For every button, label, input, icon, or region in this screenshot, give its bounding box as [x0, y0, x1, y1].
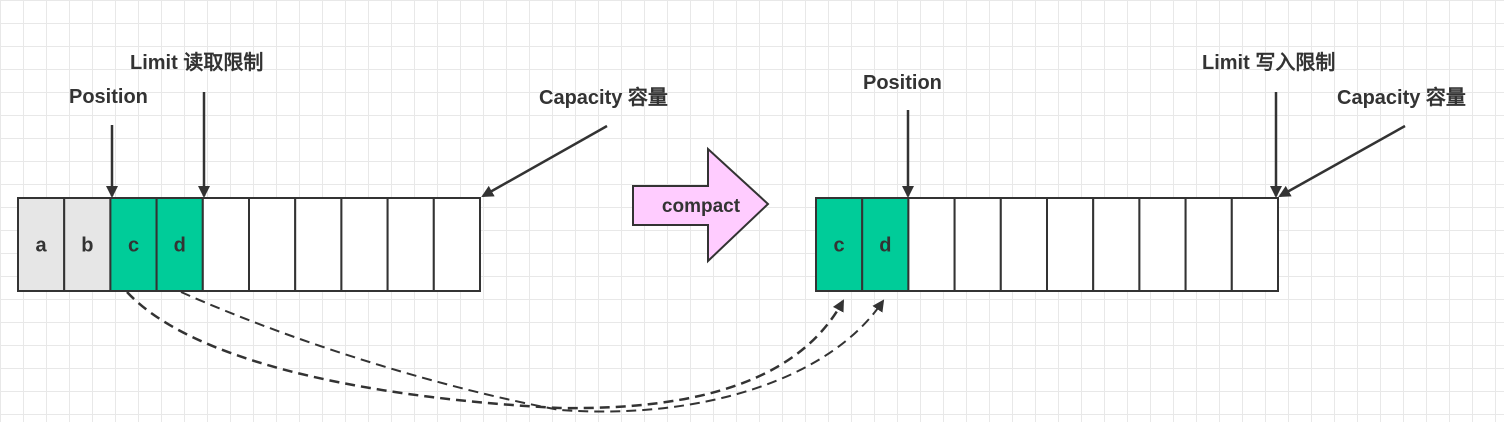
after-capacity-label: Capacity 容量 [1337, 85, 1466, 109]
before-capacity-label: Capacity 容量 [539, 85, 668, 109]
compact-arrow: compact [632, 146, 770, 264]
after-cell-9 [1230, 197, 1280, 292]
after-cell-3 [953, 197, 1002, 292]
before-cell-0 [17, 197, 66, 292]
move-d-dashed-arrow [180, 291, 885, 413]
compact-arrow-shape [632, 146, 770, 264]
before-buffer: a b c d [17, 197, 481, 292]
after-cell-2 [907, 197, 956, 292]
after-cell-4 [999, 197, 1048, 292]
before-cell-label-0: a [36, 235, 48, 257]
after-cell-7 [1138, 197, 1187, 292]
after-cell-8 [1184, 197, 1233, 292]
after-cell-5 [1046, 197, 1095, 292]
before-cell-7 [340, 197, 389, 292]
move-c-dashed-arrow [126, 291, 845, 410]
before-cell-1 [63, 197, 112, 292]
before-cell-5 [248, 197, 297, 292]
before-cell-label-3: d [174, 235, 186, 257]
compact-label: compact [662, 196, 741, 217]
after-capacity-arrow [1278, 124, 1406, 198]
before-cell-6 [294, 197, 343, 292]
after-cell-1 [861, 197, 910, 292]
before-position-label: Position [69, 86, 148, 108]
after-cell-6 [1092, 197, 1141, 292]
before-capacity-arrow [481, 124, 608, 198]
before-cell-4 [201, 197, 251, 292]
after-limit-label: Limit 写入限制 [1202, 51, 1335, 74]
before-cell-9 [432, 197, 481, 292]
after-position-label: Position [863, 72, 942, 94]
before-cell-2 [109, 197, 158, 292]
before-cell-8 [386, 197, 435, 292]
before-cell-label-2: c [128, 235, 139, 257]
before-limit-label: Limit 读取限制 [130, 50, 263, 74]
after-cell-label-0: c [834, 235, 845, 257]
after-cell-label-1: d [879, 235, 891, 257]
before-cell-label-1: b [81, 235, 93, 257]
